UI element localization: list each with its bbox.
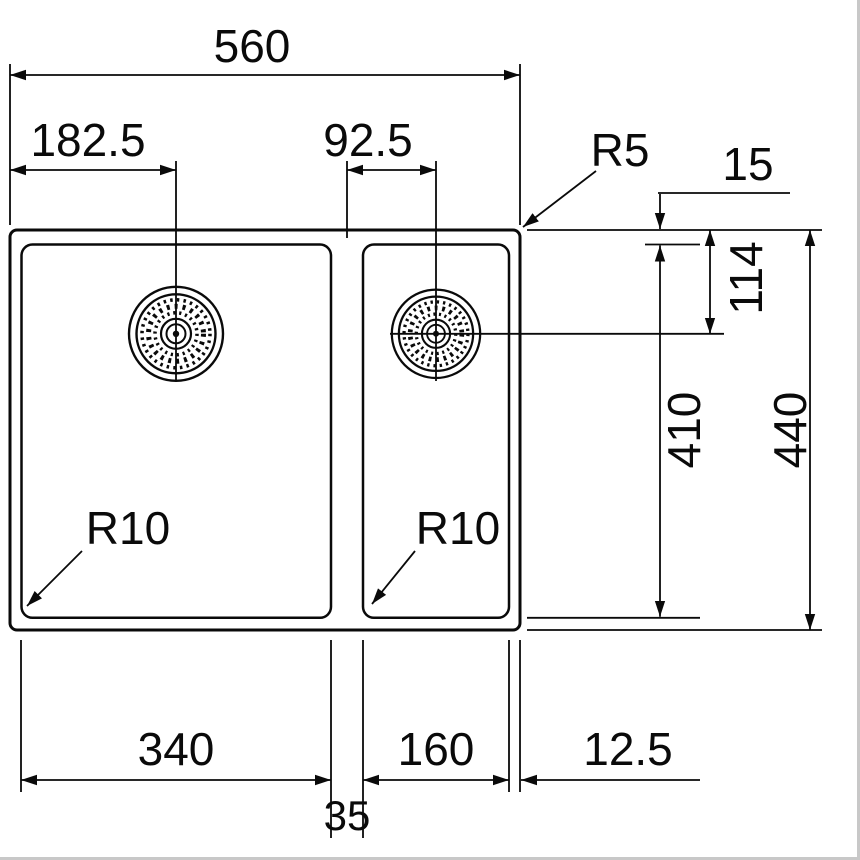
dim-overall-depth-label: 440: [764, 392, 816, 469]
dim-drain-from-top: 114: [704, 230, 772, 334]
leader-line: [371, 550, 416, 605]
dim-right-edge-inset-label: 12.5: [583, 723, 673, 775]
dim-divider-width: 35: [324, 792, 371, 839]
scan-edge-bottom: [0, 857, 860, 860]
dim-left-drain-offset: 182.5: [10, 114, 176, 176]
dim-rim-top-inset-label: 15: [722, 138, 773, 190]
dim-left-drain-offset-label: 182.5: [30, 114, 145, 166]
dim-right-bowl-width-label: 160: [398, 723, 475, 775]
dim-right-drain-offset: 92.5: [323, 114, 436, 176]
dim-right-drain-offset-label: 92.5: [323, 114, 413, 166]
dim-divider-width-label: 35: [324, 792, 371, 839]
drain-hole-ring: [140, 298, 212, 370]
dim-overall-width-label: 560: [214, 20, 291, 72]
callout-outer-radius-label: R5: [591, 124, 650, 176]
leader-line: [522, 170, 597, 228]
callout-right-bowl-radius: R10: [371, 502, 500, 605]
callout-left-bowl-radius-label: R10: [86, 502, 170, 554]
dim-right-bowl-width: 160: [363, 723, 509, 786]
dim-left-bowl-width: 340: [21, 723, 331, 786]
dim-overall-depth: 440: [764, 230, 816, 630]
drain-hole-ring: [153, 311, 199, 357]
leader-line: [26, 550, 83, 607]
dim-drain-from-top-label: 114: [720, 241, 772, 314]
dim-overall-width: 560: [10, 20, 520, 81]
scan-edge-right: [857, 0, 860, 860]
callout-left-bowl-radius: R10: [26, 502, 170, 607]
sink-body: [8, 228, 522, 632]
dim-bowl-length-label: 410: [658, 392, 710, 469]
extension-lines: [9, 64, 822, 838]
dim-bowl-length: 410: [654, 245, 710, 617]
dim-rim-top-inset: 15: [654, 138, 790, 229]
callout-right-bowl-radius-label: R10: [416, 502, 500, 554]
dim-right-edge-inset: 12.5: [521, 723, 700, 786]
dim-left-bowl-width-label: 340: [138, 723, 215, 775]
callout-outer-radius: R5: [522, 124, 650, 228]
